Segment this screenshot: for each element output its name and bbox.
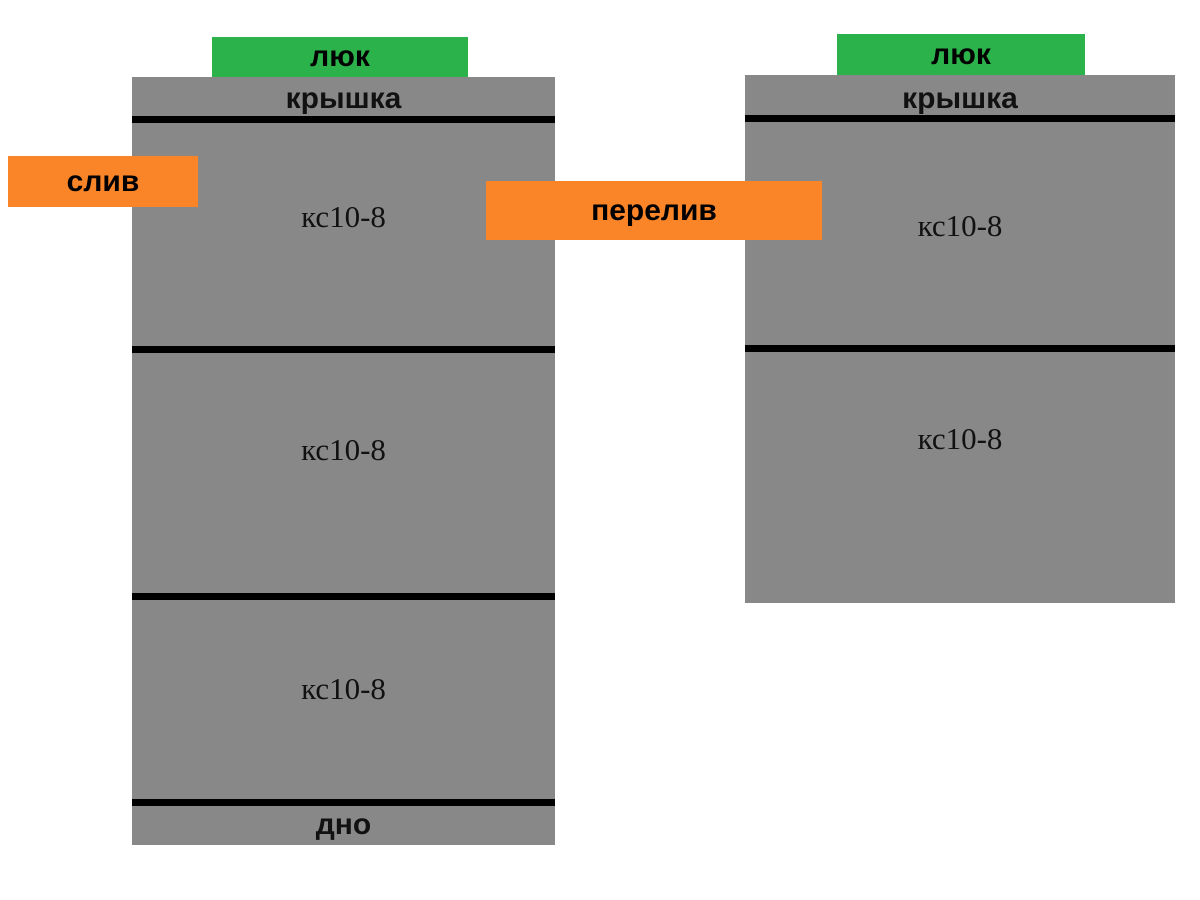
right-tank-body xyxy=(745,75,1175,603)
left-tank-body xyxy=(132,77,555,845)
right-tank-cover-label: крышка xyxy=(902,82,1018,115)
left-tank-cover-label: крышка xyxy=(285,82,402,115)
right-tank-ring-label-2: кс10-8 xyxy=(917,421,1003,456)
left-tank-ring-line-2 xyxy=(132,593,555,600)
left-tank-bottom-label: дно xyxy=(315,808,372,841)
right-tank-ring-line-1 xyxy=(745,345,1175,352)
right-tank-ring-label-1: кс10-8 xyxy=(917,208,1003,243)
left-tank-ring-label-3: кс10-8 xyxy=(301,671,386,706)
left-tank-ring-line-1 xyxy=(132,346,555,353)
drain-pipe-label: слив xyxy=(8,156,198,207)
overflow-pipe-label: перелив xyxy=(486,181,822,240)
left-tank-ring-label-2: кс10-8 xyxy=(301,432,386,467)
left-tank-ring-label-1: кс10-8 xyxy=(301,199,386,234)
left-tank-cover-line xyxy=(132,116,555,123)
left-tank-hatch-label: люк xyxy=(212,37,468,77)
right-tank-cover-line xyxy=(745,115,1175,122)
right-tank-hatch-label: люк xyxy=(837,34,1085,75)
left-tank-bottom-line xyxy=(132,799,555,806)
